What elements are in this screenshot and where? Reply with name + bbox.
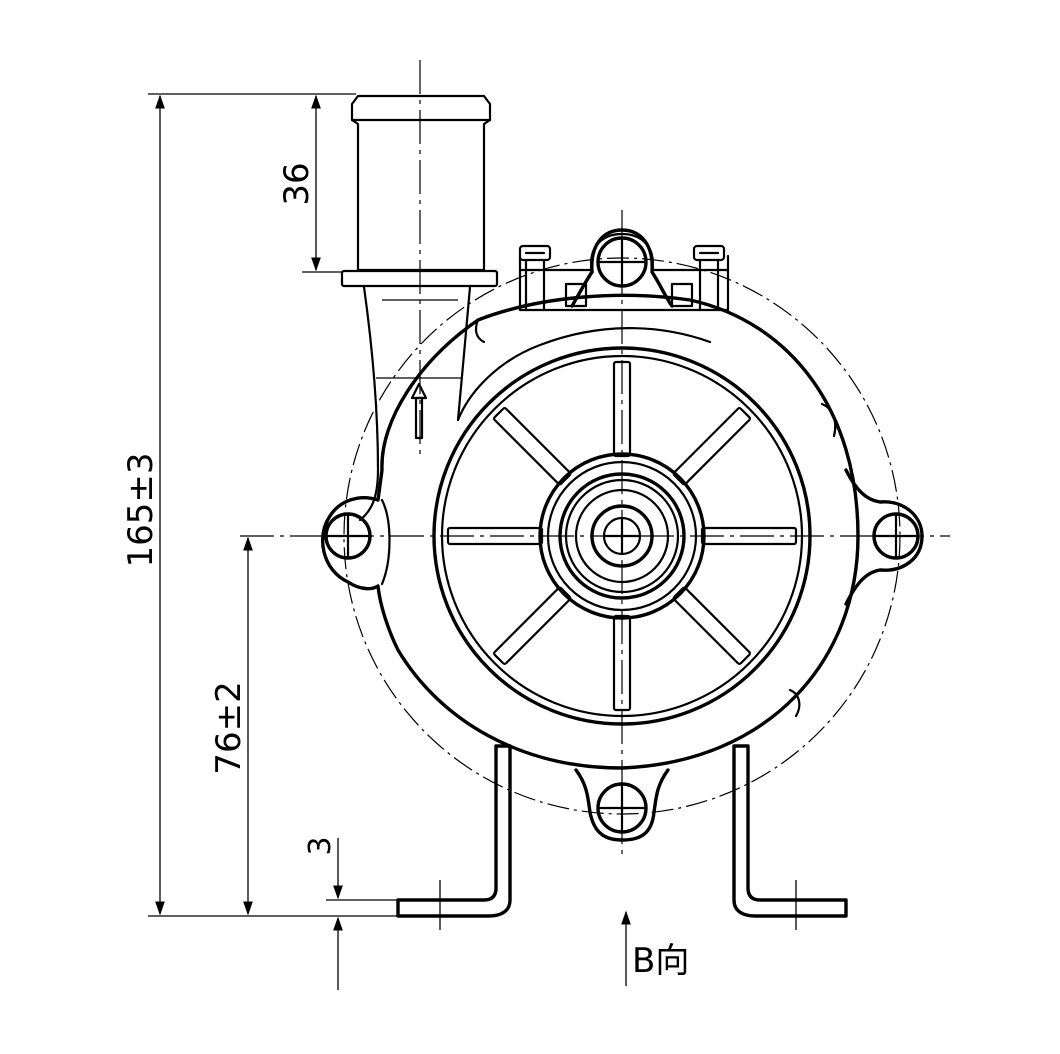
dimension-labels: 165±3 36 76±2 3 — [121, 162, 338, 855]
bottom-mount — [574, 768, 670, 842]
view-indicator: B向 — [621, 910, 689, 986]
side-details — [788, 402, 837, 718]
view-label: B向 — [632, 941, 689, 981]
overall-height-label: 165±3 — [121, 452, 161, 567]
right-bracket — [732, 744, 848, 930]
thickness-label: 3 — [303, 836, 338, 855]
center-height-label: 76±2 — [209, 681, 249, 774]
impeller-spokes — [446, 360, 798, 712]
impeller-hub — [538, 452, 706, 620]
outlet-length-label: 36 — [277, 162, 317, 205]
outlet-pipe — [340, 94, 499, 522]
pump-casing — [321, 293, 860, 770]
top-mount — [518, 228, 730, 312]
left-mount — [324, 512, 372, 560]
left-bracket — [396, 744, 512, 930]
dimension-lines — [148, 93, 398, 990]
right-mount — [844, 468, 924, 606]
